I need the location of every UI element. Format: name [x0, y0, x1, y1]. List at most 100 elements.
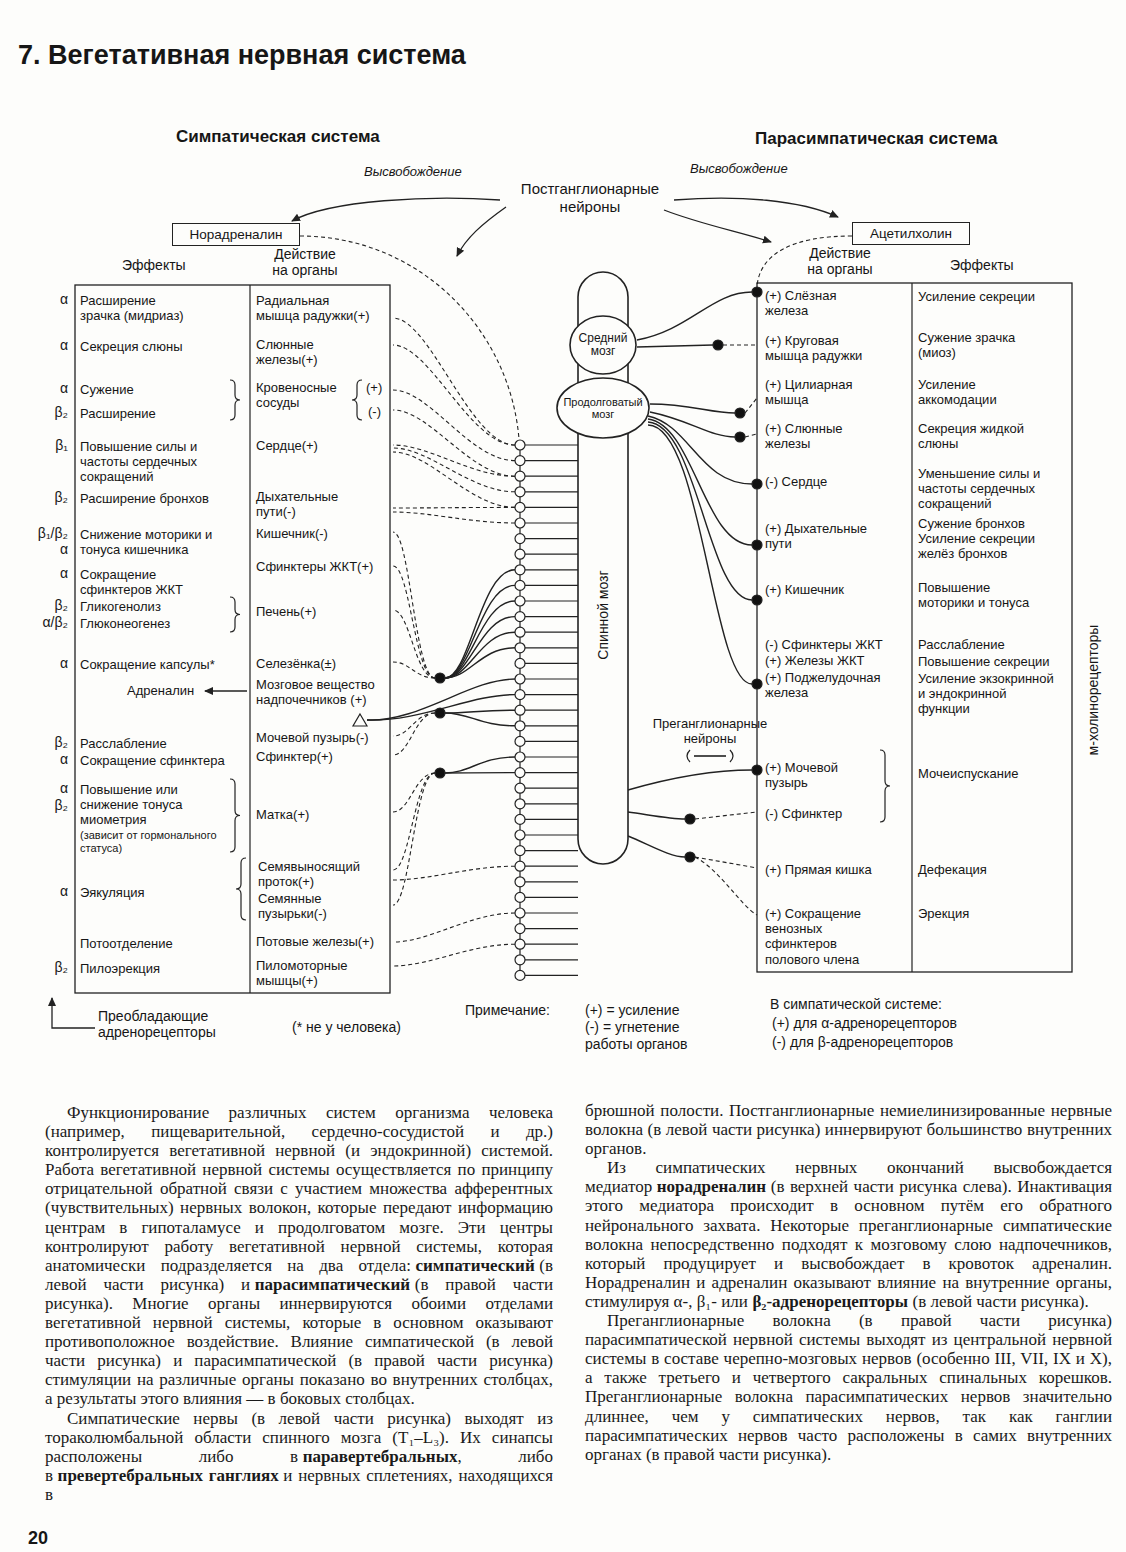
postganglionic-line	[393, 866, 515, 880]
table-cell: (-) Сфинктер	[765, 806, 842, 821]
ganglion-circle	[515, 612, 525, 622]
ramus-line	[525, 476, 578, 477]
table-cell: β₁/β₂	[14, 525, 68, 541]
ganglion-circle	[515, 830, 525, 840]
text-label: (* не у человека)	[292, 1019, 401, 1035]
table-cell: (+) Дыхательные пути	[765, 521, 880, 551]
table-cell: α	[22, 337, 68, 353]
table-cell: Снижение моторики и тонуса кишечника	[80, 527, 238, 557]
table-cell: (+) Железы ЖКТ	[765, 653, 864, 668]
preganglionic-line	[445, 648, 515, 678]
ramus-line	[525, 507, 578, 508]
table-cell: Матка(+)	[256, 807, 309, 822]
ramus-line	[525, 819, 578, 820]
table-cell: (+) Слюнные железы	[765, 421, 880, 451]
ganglion-circle	[515, 456, 525, 466]
table-cell: (-) Сердце	[765, 474, 827, 489]
section-heading: Симпатическая система	[176, 127, 476, 147]
paragraph: Симпатические нервы (в левой части рисун…	[45, 1409, 553, 1504]
release-arrow	[664, 210, 771, 242]
legend-text: Преганглионарные нейроны	[650, 716, 770, 746]
postganglionic-line	[393, 512, 515, 523]
body-text: норадреналин	[657, 1177, 766, 1196]
release-arrow	[205, 690, 247, 691]
ramus-line	[525, 944, 578, 945]
preganglionic-line	[628, 812, 685, 819]
table-cell: Повышение силы и частоты сердечных сокра…	[80, 439, 238, 485]
prevertebral-ganglion	[435, 708, 445, 718]
ramus-line	[525, 522, 578, 523]
ramus-line	[525, 632, 578, 633]
text-label: (+) = усиление	[585, 1002, 679, 1018]
spinal-cord-outline: Спинной мозгСредний мозгПродолговатый мо…	[548, 266, 658, 870]
pointer-arrow	[52, 998, 95, 1028]
postganglionic-line	[393, 452, 515, 507]
ramus-line	[525, 491, 578, 492]
column-header: Эффекты	[122, 257, 186, 273]
ganglion-circle	[515, 565, 525, 575]
text-label: Примечание:	[465, 1002, 550, 1018]
ganglion-circle	[515, 534, 525, 544]
table-cell: (+) Цилиарная мышца	[765, 377, 880, 407]
transmitter-box: Норадреналин	[172, 223, 300, 246]
body-text: превертебральных ганглиях	[58, 1466, 279, 1485]
table-cell: Потовые железы(+)	[256, 934, 374, 949]
ganglion-circle	[515, 721, 525, 731]
ramus-line	[525, 663, 578, 664]
table-cell: Эякуляция	[80, 885, 145, 900]
table-cell: Мочевой пузырь(-)	[256, 730, 369, 745]
parasympathetic-ganglion	[752, 679, 762, 689]
ganglion-circle	[515, 939, 525, 949]
ganglion-circle	[515, 877, 525, 887]
ellipse-label: Продолговатый мозг	[559, 396, 647, 420]
page-title: 7. Вегетативная нервная система	[18, 40, 466, 72]
ganglion-circle	[515, 440, 525, 450]
brain-part-ellipse: Продолговатый мозг	[556, 377, 650, 439]
ramus-line	[525, 741, 578, 742]
table-cell: Эрекция	[918, 906, 969, 921]
postganglionic-line	[745, 434, 757, 437]
transmitter-box: Ацетилхолин	[852, 222, 970, 245]
table-cell: (+) Слёзная железа	[765, 288, 880, 318]
table-cell: (зависит от гормонального статуса)	[80, 829, 228, 855]
parasympathetic-ganglion	[735, 408, 745, 418]
text-label: (-) для β-адренорецепторов	[772, 1034, 953, 1050]
text-label: Высвобождение	[364, 164, 462, 179]
box-label: Ацетилхолин	[870, 226, 952, 241]
preganglionic-line	[445, 585, 515, 678]
ramus-line	[525, 834, 578, 835]
box-label: Норадреналин	[189, 227, 282, 242]
table-cell: Кровеносные сосуды	[256, 380, 351, 410]
brace	[230, 779, 240, 852]
table-cell: α	[22, 751, 68, 767]
brace	[236, 858, 246, 920]
text-column: брюшной полости. Постганглионарные немие…	[585, 1101, 1112, 1464]
table-cell: α	[22, 655, 68, 671]
paragraph: брюшной полости. Постганглионарные немие…	[585, 1101, 1112, 1158]
column-header: Действие на органы	[800, 245, 880, 278]
ganglion-circle	[515, 518, 525, 528]
postganglionic-line	[393, 610, 435, 678]
table-cell: β₂	[22, 797, 68, 813]
table-cell: Расслабление	[80, 736, 167, 751]
body-text: (в верхней части рисунка слева). Инактив…	[585, 1177, 1112, 1311]
preganglionic-line	[445, 757, 515, 773]
preganglionic-line	[367, 695, 515, 721]
postganglionic-line	[393, 507, 515, 509]
ramus-line	[525, 616, 578, 617]
table-cell: Слюнные железы(+)	[256, 337, 356, 367]
legend-paren	[687, 750, 690, 762]
table-cell: Сужение зрачка (миоз)	[918, 330, 1038, 360]
ganglion-circle	[515, 674, 525, 684]
preganglionic-line	[628, 770, 752, 790]
table-cell: α/β₂	[16, 614, 68, 630]
brace	[352, 380, 362, 420]
table-cell: α	[22, 541, 68, 557]
ganglion-circle	[515, 596, 525, 606]
preganglionic-line	[445, 570, 515, 678]
preganglionic-line	[445, 713, 515, 726]
postganglionic-line	[393, 773, 435, 905]
ganglion-circle	[515, 846, 525, 856]
text-label: В симпатической системе:	[770, 996, 942, 1012]
ramus-line	[525, 803, 578, 804]
